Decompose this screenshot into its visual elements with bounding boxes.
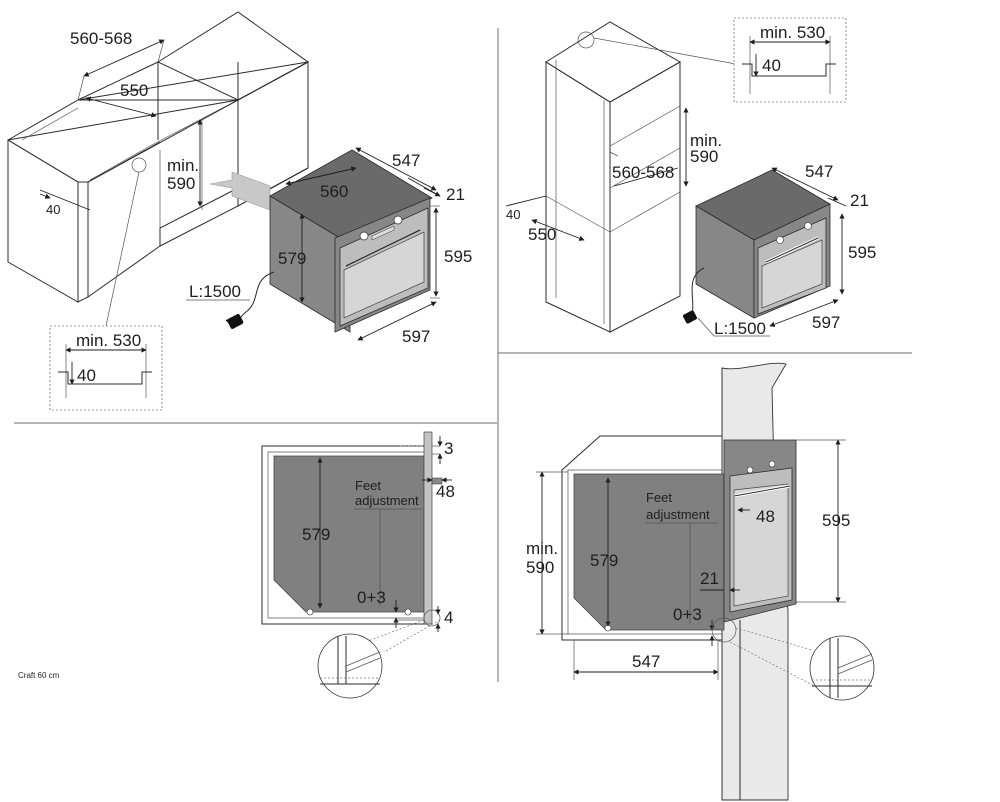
br-579-label: 579 xyxy=(590,551,618,570)
tl-inset-min530-label: min. 530 xyxy=(76,331,141,350)
tr-547-label: 547 xyxy=(805,162,833,181)
tr-595-label: 595 xyxy=(848,243,876,262)
tl-oven-dimensions: 547 560 21 579 595 597 xyxy=(278,147,472,346)
tr-power-cable: L:1500 xyxy=(683,267,770,338)
br-21-label: 21 xyxy=(700,569,719,588)
br-magnifier xyxy=(809,635,875,701)
panel-dividers xyxy=(14,28,912,682)
tr-min590-line1: min. xyxy=(690,131,722,150)
br-03-label: 0+3 xyxy=(673,605,702,624)
bl-magnifier xyxy=(317,633,383,699)
tr-inset-40-label: 40 xyxy=(762,56,781,75)
tr-inset-detail: min. 530 40 xyxy=(733,17,847,103)
bl-cross-section xyxy=(261,431,443,625)
bl-03-label: 0+3 xyxy=(357,588,386,607)
bl-feet-line1: Feet xyxy=(355,478,381,493)
tr-cabinet-dimensions: min. 590 560-568 40 550 xyxy=(505,107,722,244)
bl-4-label: 4 xyxy=(444,608,453,627)
insert-arrow xyxy=(209,171,271,211)
br-48-label: 48 xyxy=(756,507,775,526)
tr-oven xyxy=(695,169,831,319)
tl-inset-detail: min. 530 40 xyxy=(49,325,163,411)
tl-597-label: 597 xyxy=(402,327,430,346)
tr-cabinet-width-label: 560-568 xyxy=(612,163,674,182)
tl-cabinet-dimensions: 560-568 550 min. 590 40 xyxy=(39,29,203,327)
br-feet-line1: Feet xyxy=(646,490,672,505)
br-min590-line2: 590 xyxy=(526,558,554,577)
tr-40-label: 40 xyxy=(506,207,520,222)
tr-597-label: 597 xyxy=(812,313,840,332)
tl-cabinet-width-label: 560-568 xyxy=(70,29,132,48)
tr-550-label: 550 xyxy=(528,225,556,244)
bl-3-label: 3 xyxy=(444,439,453,458)
tl-inset-40-label: 40 xyxy=(77,366,96,385)
tl-cabinet-depth-label: 550 xyxy=(120,81,148,100)
tl-min590-line2: 590 xyxy=(167,174,195,193)
bl-dimensions: 3 48 579 Feet adjustment 0+3 4 xyxy=(302,436,455,653)
bl-feet-line2: adjustment xyxy=(355,493,419,508)
model-label: Craft 60 cm xyxy=(18,671,60,680)
tr-inset-min530-label: min. 530 xyxy=(760,23,825,42)
tl-595-label: 595 xyxy=(444,247,472,266)
kitchen-cabinet-row xyxy=(7,11,309,303)
tl-579-label: 579 xyxy=(278,249,306,268)
tl-power-cable: L:1500 xyxy=(186,271,275,329)
panel-top-left: 560-568 550 min. 590 40 xyxy=(7,11,472,411)
tall-cabinet xyxy=(545,21,737,333)
tr-cable-length-label: L:1500 xyxy=(714,319,766,338)
tl-547-label: 547 xyxy=(392,151,420,170)
tl-cable-length-label: L:1500 xyxy=(189,282,241,301)
panel-bottom-left: 3 48 579 Feet adjustment 0+3 4 xyxy=(18,431,455,699)
tr-min590-line2: 590 xyxy=(690,147,718,166)
bl-579-label: 579 xyxy=(302,525,330,544)
br-feet-line2: adjustment xyxy=(646,507,710,522)
bl-48-label: 48 xyxy=(436,482,455,501)
br-dimensions: min. 590 579 Feet adjustment 48 595 21 0… xyxy=(526,439,850,691)
br-cross-section xyxy=(561,435,797,641)
panel-top-right: min. 590 560-568 40 550 min. 530 40 xyxy=(505,17,876,338)
tl-40-label: 40 xyxy=(46,202,60,217)
br-547-label: 547 xyxy=(632,652,660,671)
tl-oven xyxy=(269,149,433,333)
tr-21-label: 21 xyxy=(850,191,869,210)
tl-560-label: 560 xyxy=(320,182,348,201)
tl-min590-line1: min. xyxy=(167,156,199,175)
tl-21-label: 21 xyxy=(446,185,465,204)
panel-bottom-right: min. 590 579 Feet adjustment 48 595 21 0… xyxy=(526,362,875,801)
br-595-label: 595 xyxy=(822,511,850,530)
tr-oven-dimensions: 547 21 595 597 xyxy=(769,162,876,332)
br-min590-line1: min. xyxy=(526,539,558,558)
